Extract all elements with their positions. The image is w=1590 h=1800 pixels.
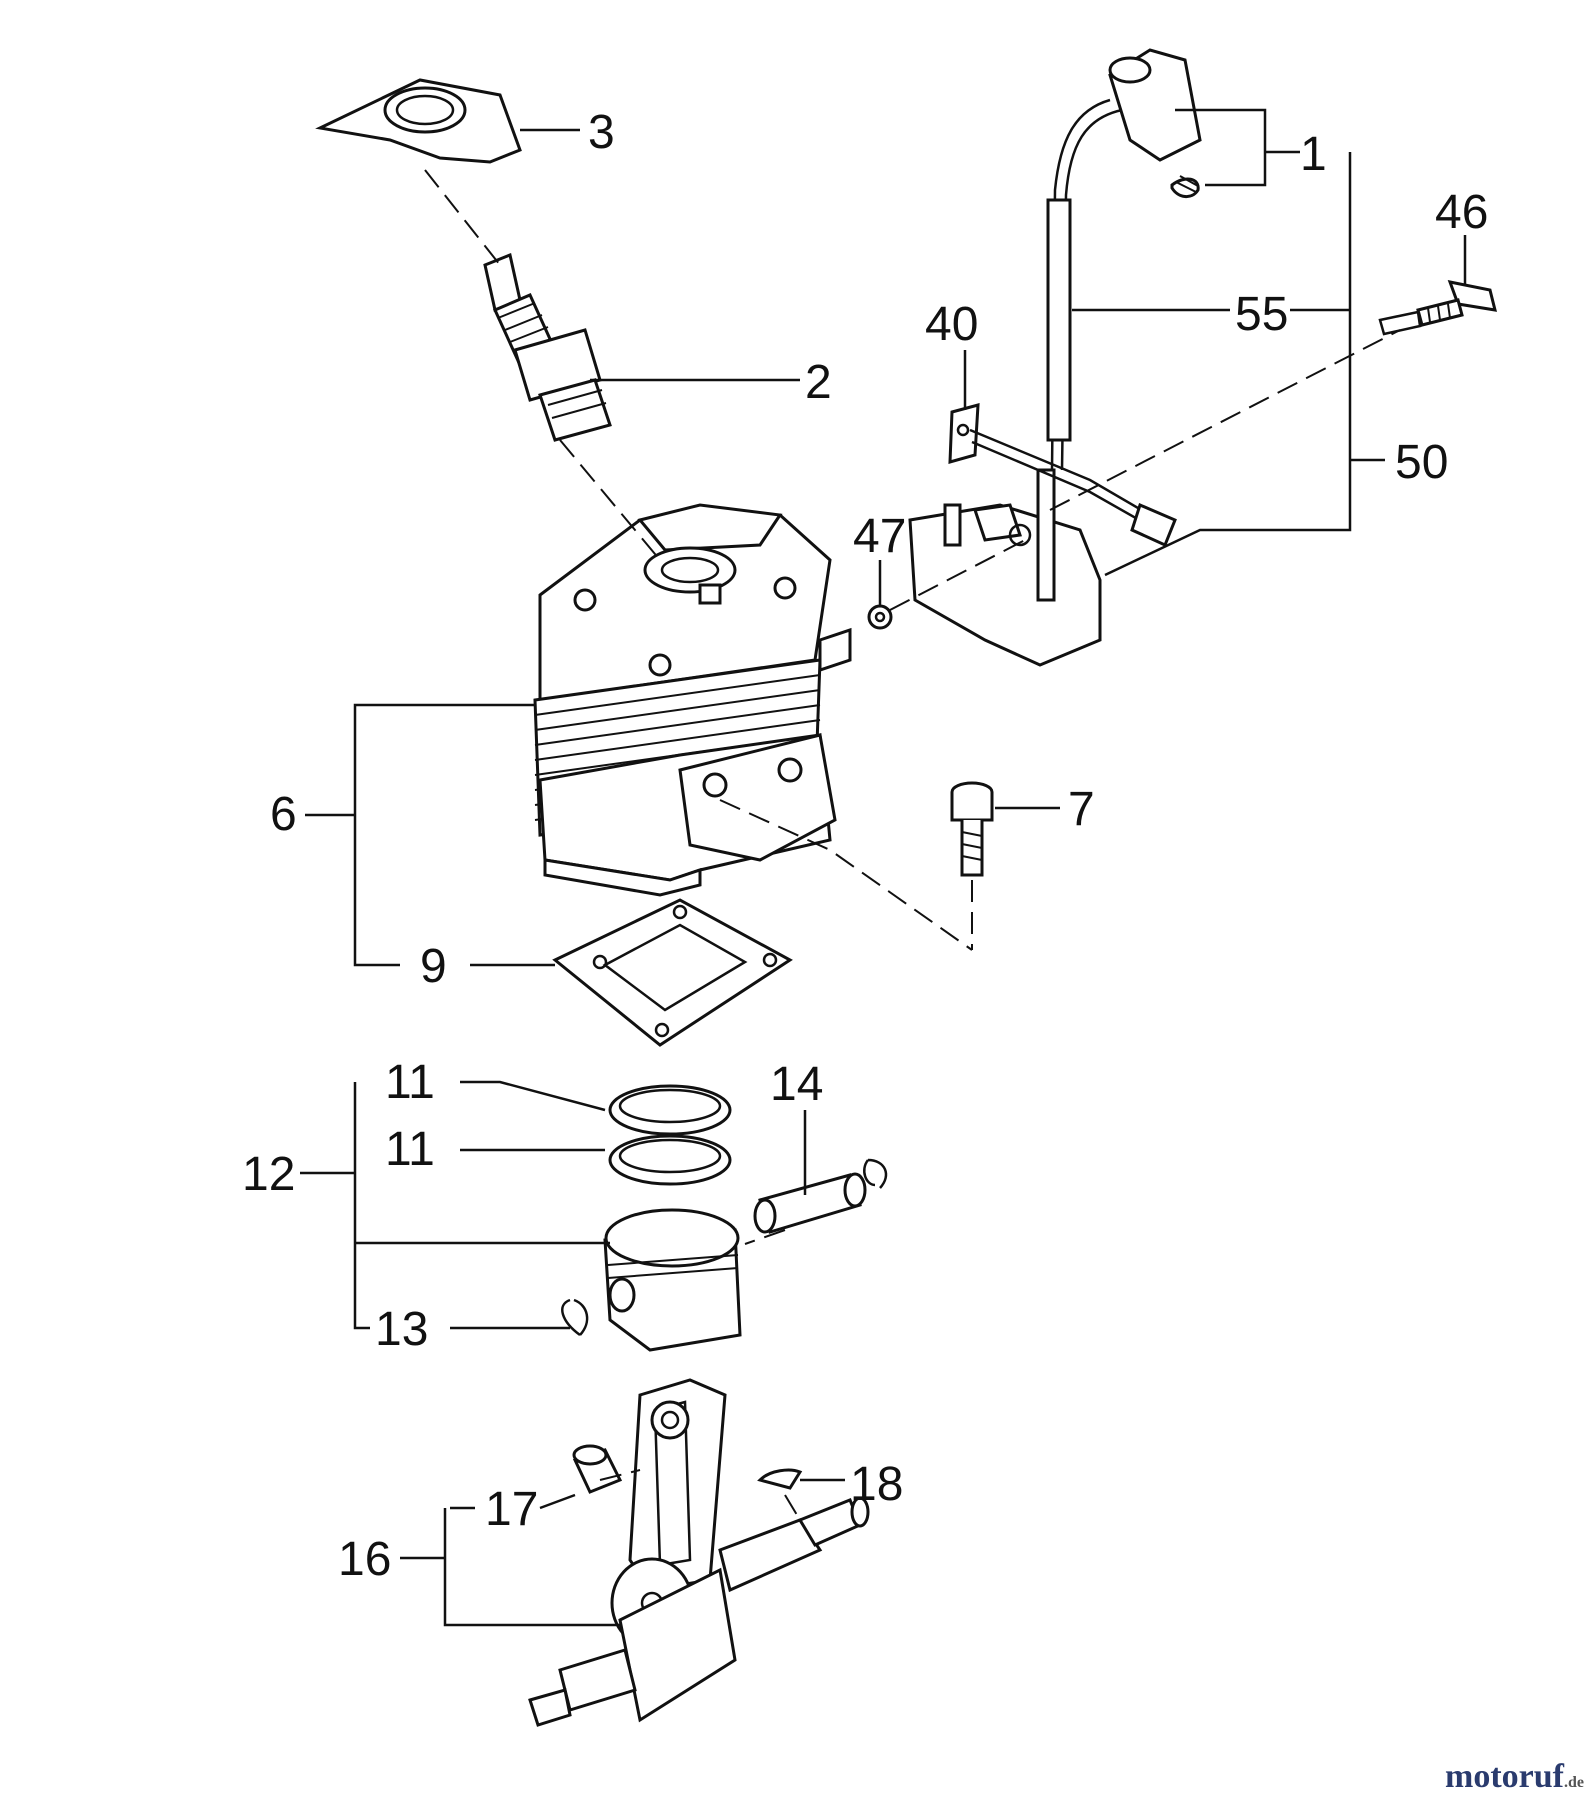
callout-12: 12 [242,1148,295,1201]
callout-40: 40 [925,298,978,351]
part-11-piston-rings [608,1084,732,1186]
part-12-piston [603,1208,742,1352]
callout-2: 2 [805,356,832,409]
part-14-piston-pin [753,1158,888,1234]
callout-11-bottom: 11 [385,1123,435,1176]
callout-14: 14 [770,1058,823,1111]
part-18-key [757,1468,803,1490]
callout-9: 9 [420,940,447,993]
callout-3: 3 [588,106,615,159]
callout-6: 6 [270,788,297,841]
part-46-screw [1378,280,1498,336]
callout-11-top: 11 [385,1056,435,1109]
part-7-bolt [950,781,994,877]
site-watermark: motoruf.de [1445,1758,1584,1796]
callout-7: 7 [1068,783,1095,836]
callout-55: 55 [1235,288,1288,341]
part-55-ht-lead [1046,98,1123,471]
part-40-terminal [948,403,1177,548]
part-2-spark-plug [483,252,612,442]
callout-numbers: 1 2 3 6 7 9 11 11 12 13 14 16 17 18 40 4… [242,106,1488,1586]
callout-18: 18 [850,1458,903,1511]
part-47-washer [867,604,893,630]
part-3-insulator [315,78,522,164]
alignment-lines [424,169,1401,1521]
callout-50: 50 [1395,436,1448,489]
part-1-plug-cap [1108,48,1202,198]
part-9-gasket [552,898,793,1047]
part-16-crankshaft [528,1378,870,1727]
callout-17: 17 [485,1483,538,1536]
callout-1: 1 [1300,128,1327,181]
part-6-cylinder [533,503,852,897]
part-13-circlip [561,1298,589,1337]
part-50-ignition-coil [908,468,1102,667]
watermark-brand: motoruf [1445,1758,1564,1795]
callout-46: 46 [1435,186,1488,239]
callout-13: 13 [375,1303,428,1356]
leader-lines [300,108,1467,1627]
callout-16: 16 [338,1533,391,1586]
callout-47: 47 [853,510,906,563]
part-17-bearing [572,1444,623,1494]
watermark-suffix: .de [1564,1774,1584,1791]
